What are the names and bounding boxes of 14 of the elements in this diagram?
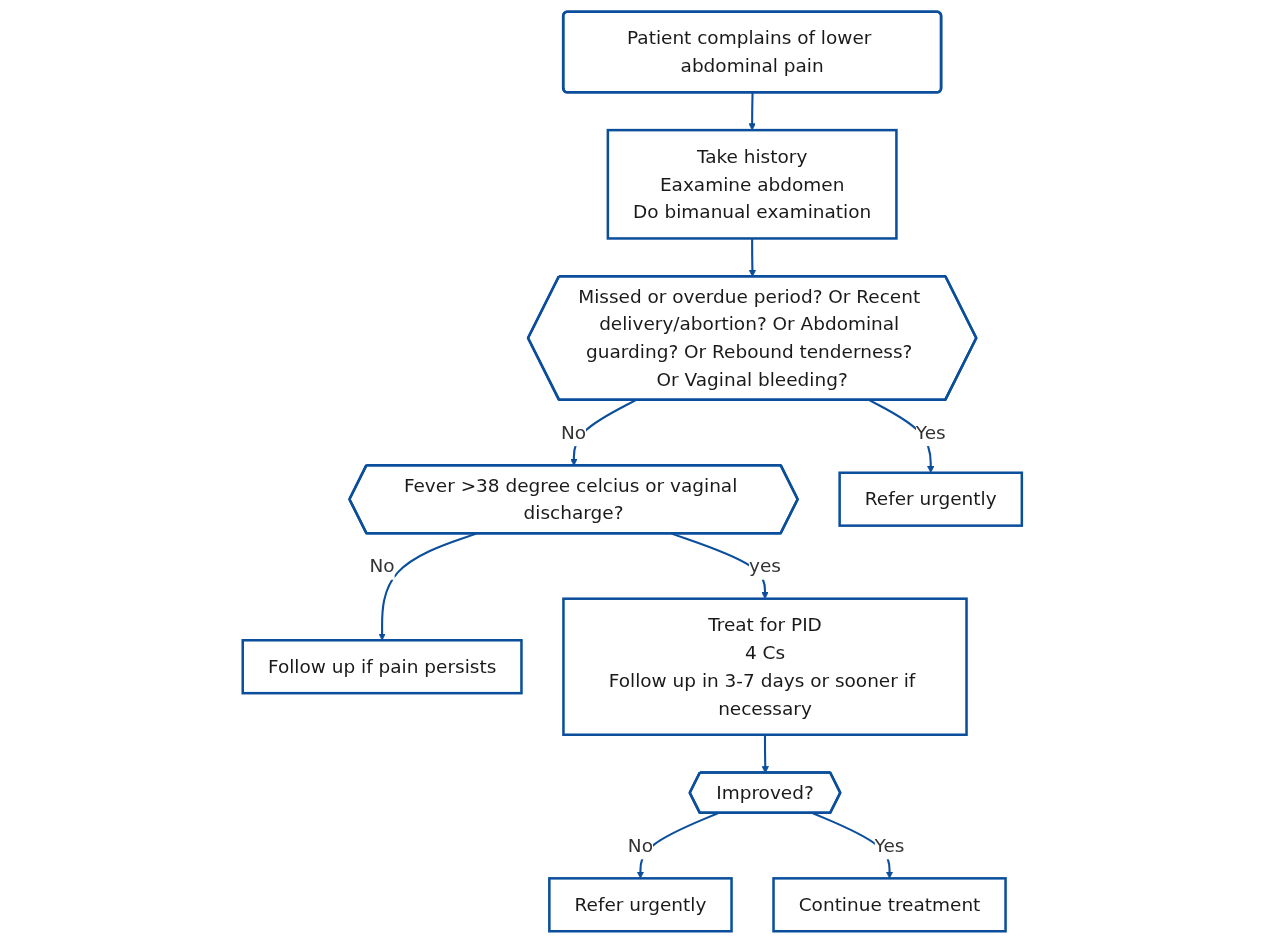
node-box: Take history Eaxamine abdomen Do bimanual examination xyxy=(606,128,898,240)
edge-label: No xyxy=(369,555,395,577)
edge-label: yes xyxy=(748,555,781,577)
edge-label: No xyxy=(627,835,653,857)
node-box: Refer urgently xyxy=(838,471,1023,527)
node-box: Follow up if pain persists xyxy=(241,639,523,695)
edge-label: Yes xyxy=(915,421,946,443)
arrow xyxy=(748,92,756,131)
edge-label: No xyxy=(560,421,586,443)
node-box: Treat for PID 4 Cs Follow up in 3-7 days or sooner if necessary xyxy=(561,597,968,736)
edge-label: Yes xyxy=(874,835,905,857)
arrow xyxy=(748,238,756,277)
node-box: Refer urgently xyxy=(547,877,733,933)
node-box: Continue treatment xyxy=(772,877,1007,933)
